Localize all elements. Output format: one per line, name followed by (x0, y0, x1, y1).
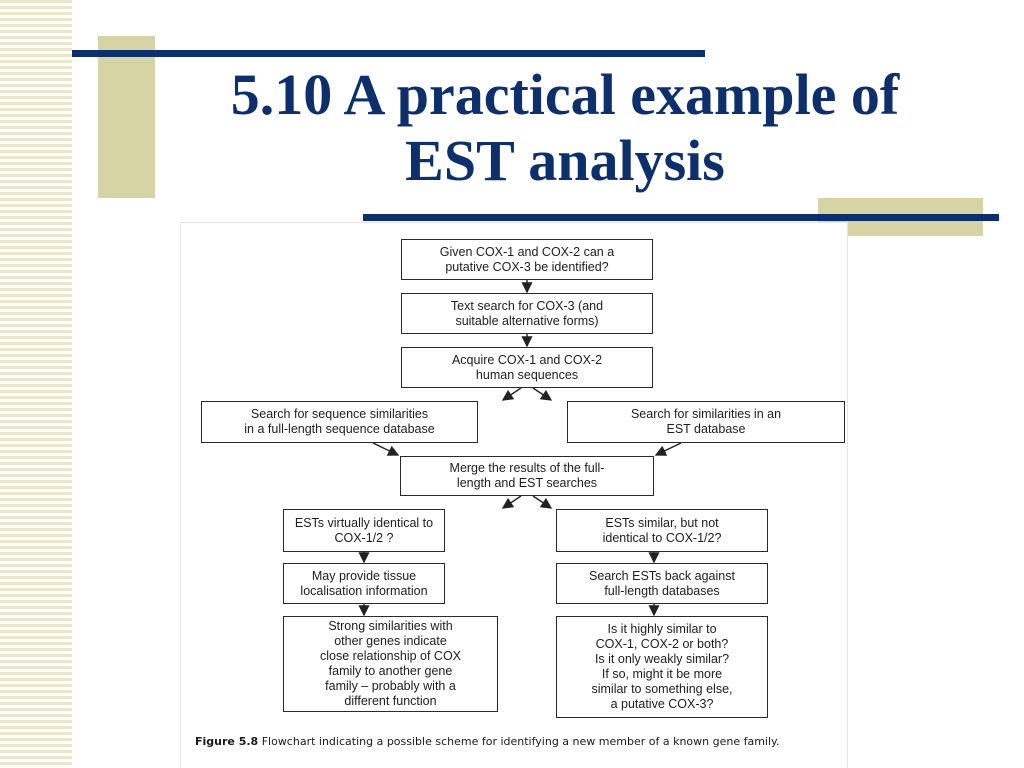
arrow-4a (372, 442, 400, 456)
decorative-block-top (98, 36, 155, 198)
node-tissue-localisation: May provide tissue localisation informat… (283, 563, 445, 604)
title-line-2: EST analysis (405, 128, 725, 193)
node-search-full-length: Search for sequence similarities in a fu… (201, 401, 478, 443)
node-est-identical: ESTs virtually identical to COX-1/2 ? (283, 509, 445, 552)
node-highly-similar: Is it highly similar to COX-1, COX-2 or … (556, 616, 768, 718)
node-search-est: Search for similarities in an EST databa… (567, 401, 845, 443)
decorative-stripes (0, 0, 72, 768)
node-est-similar: ESTs similar, but not identical to COX-1… (556, 509, 768, 552)
flowchart-figure: Given COX-1 and COX-2 can a putative COX… (181, 223, 847, 768)
node-search-back: Search ESTs back against full-length dat… (556, 563, 768, 604)
title-rule-bottom (363, 214, 999, 221)
arrow-4b (654, 442, 682, 456)
caption-text: Flowchart indicating a possible scheme f… (258, 735, 780, 748)
arrow-5b (532, 495, 553, 509)
figure-caption: Figure 5.8 Flowchart indicating a possib… (195, 734, 835, 749)
node-text-search: Text search for COX-3 (and suitable alte… (401, 293, 653, 334)
node-acquire-sequences: Acquire COX-1 and COX-2 human sequences (401, 347, 653, 388)
title-line-1: 5.10 A practical example of (230, 62, 900, 127)
node-strong-similarities: Strong similarities with other genes ind… (283, 616, 498, 712)
arrow-3b (532, 387, 553, 401)
slide-title: 5.10 A practical example of EST analysis (150, 62, 980, 194)
title-rule-top (72, 50, 705, 57)
node-merge-results: Merge the results of the full- length an… (400, 456, 654, 496)
arrow-5a (501, 495, 522, 509)
caption-label: Figure 5.8 (195, 735, 259, 748)
arrow-3a (501, 387, 522, 401)
node-identify-question: Given COX-1 and COX-2 can a putative COX… (401, 239, 653, 280)
flowchart-arrows (358, 280, 682, 617)
